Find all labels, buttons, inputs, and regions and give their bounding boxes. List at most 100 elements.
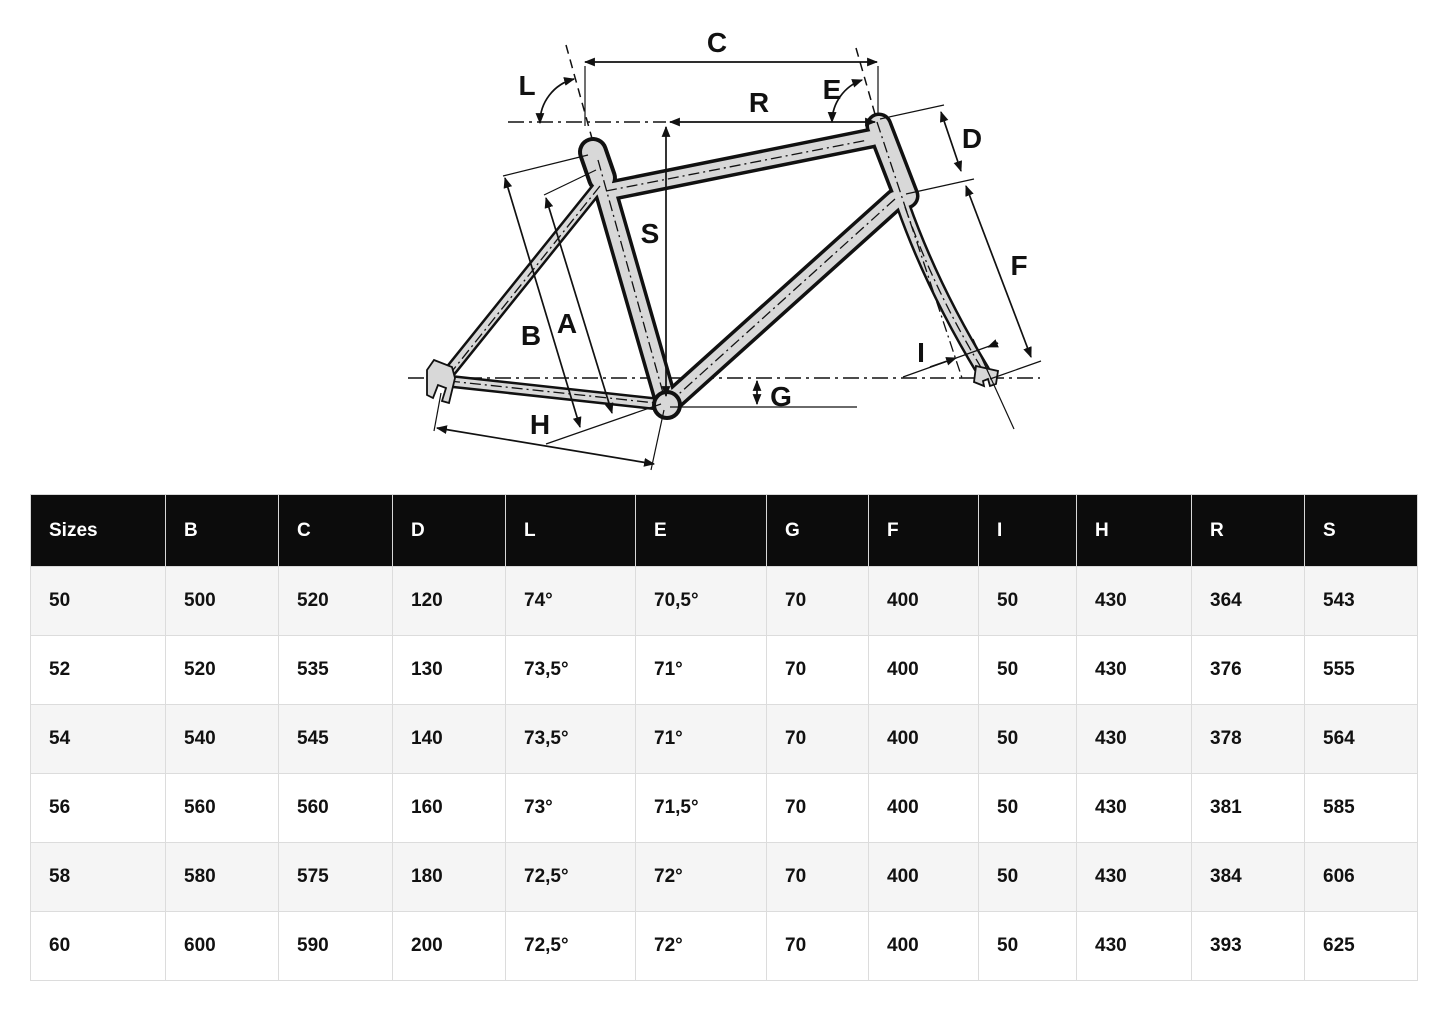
cell-value: 625 (1304, 911, 1418, 981)
cell-size: 56 (30, 773, 166, 843)
cell-size: 50 (30, 566, 166, 636)
head-axis-extension (855, 47, 878, 122)
dimension-lines (435, 57, 1032, 467)
cell-value: 73° (505, 773, 636, 843)
cell-size: 60 (30, 911, 166, 981)
cell-value: 71° (635, 635, 767, 705)
header-c: C (278, 494, 393, 567)
dim-label-e: E (823, 74, 842, 105)
cell-value: 430 (1076, 704, 1192, 774)
cell-value: 400 (868, 911, 979, 981)
dim-label-b: B (521, 320, 541, 351)
cell-value: 140 (392, 704, 506, 774)
header-s: S (1304, 494, 1418, 567)
cell-value: 200 (392, 911, 506, 981)
cell-value: 555 (1304, 635, 1418, 705)
dim-F (965, 184, 1032, 359)
header-l: L (505, 494, 636, 567)
cell-value: 535 (278, 635, 393, 705)
dim-label-r: R (749, 87, 769, 118)
cell-value: 378 (1191, 704, 1305, 774)
cell-value: 70 (766, 842, 869, 912)
cell-value: 606 (1304, 842, 1418, 912)
header-r: R (1191, 494, 1305, 567)
dim-label-c: C (707, 27, 727, 58)
table-row: 56 560 560 160 73° 71,5° 70 400 50 430 3… (30, 773, 1418, 843)
dim-label-d: D (962, 123, 982, 154)
dim-label-a: A (557, 308, 577, 339)
cell-value: 430 (1076, 566, 1192, 636)
header-i: I (978, 494, 1077, 567)
table-row: 54 540 545 140 73,5° 71° 70 400 50 430 3… (30, 704, 1418, 774)
cell-value: 73,5° (505, 704, 636, 774)
dim-label-s: S (641, 218, 660, 249)
header-e: E (635, 494, 767, 567)
cell-value: 50 (978, 566, 1077, 636)
cell-value: 71,5° (635, 773, 767, 843)
cell-value: 560 (278, 773, 393, 843)
cell-value: 430 (1076, 842, 1192, 912)
cell-value: 180 (392, 842, 506, 912)
dim-A (544, 196, 614, 415)
cell-value: 430 (1076, 911, 1192, 981)
cell-value: 376 (1191, 635, 1305, 705)
cell-value: 50 (978, 773, 1077, 843)
dim-label-f: F (1010, 250, 1027, 281)
table-row: 52 520 535 130 73,5° 71° 70 400 50 430 3… (30, 635, 1418, 705)
cell-size: 58 (30, 842, 166, 912)
cell-size: 52 (30, 635, 166, 705)
cell-value: 73,5° (505, 635, 636, 705)
cell-value: 600 (165, 911, 279, 981)
cell-value: 585 (1304, 773, 1418, 843)
cell-value: 543 (1304, 566, 1418, 636)
cell-value: 400 (868, 704, 979, 774)
cell-value: 430 (1076, 635, 1192, 705)
cell-value: 564 (1304, 704, 1418, 774)
dim-H (435, 425, 656, 467)
cell-size: 54 (30, 704, 166, 774)
seat-axis-extension (565, 44, 609, 197)
cell-value: 575 (278, 842, 393, 912)
cell-value: 70 (766, 704, 869, 774)
cell-value: 70 (766, 911, 869, 981)
cell-value: 590 (278, 911, 393, 981)
cell-value: 70 (766, 635, 869, 705)
header-g: G (766, 494, 869, 567)
rear-dropout (426, 358, 456, 405)
header-d: D (392, 494, 506, 567)
dim-label-l: L (518, 70, 535, 101)
cell-value: 400 (868, 566, 979, 636)
cell-value: 430 (1076, 773, 1192, 843)
reference-lines (408, 44, 1040, 379)
dim-B (503, 176, 582, 429)
cell-value: 384 (1191, 842, 1305, 912)
cell-value: 160 (392, 773, 506, 843)
cell-value: 120 (392, 566, 506, 636)
cell-value: 130 (392, 635, 506, 705)
cell-value: 72,5° (505, 842, 636, 912)
header-h: H (1076, 494, 1192, 567)
cell-value: 70 (766, 773, 869, 843)
dim-L-arc (535, 77, 576, 125)
cell-value: 400 (868, 635, 979, 705)
cell-value: 74° (505, 566, 636, 636)
header-sizes: Sizes (30, 494, 166, 567)
dim-label-h: H (530, 409, 550, 440)
table-header-row: Sizes B C D L E G F I H R S (30, 494, 1418, 567)
cell-value: 580 (165, 842, 279, 912)
dim-E-arc (827, 79, 864, 124)
cell-value: 520 (278, 566, 393, 636)
cell-value: 50 (978, 911, 1077, 981)
dim-I-arrow-right (986, 339, 999, 348)
cell-value: 72,5° (505, 911, 636, 981)
steering-axis (876, 121, 963, 379)
front-dropout (973, 364, 1000, 388)
cell-value: 70,5° (635, 566, 767, 636)
cell-value: 381 (1191, 773, 1305, 843)
header-b: B (165, 494, 279, 567)
cell-value: 72° (635, 842, 767, 912)
cell-value: 400 (868, 773, 979, 843)
cell-value: 70 (766, 566, 869, 636)
cell-value: 560 (165, 773, 279, 843)
